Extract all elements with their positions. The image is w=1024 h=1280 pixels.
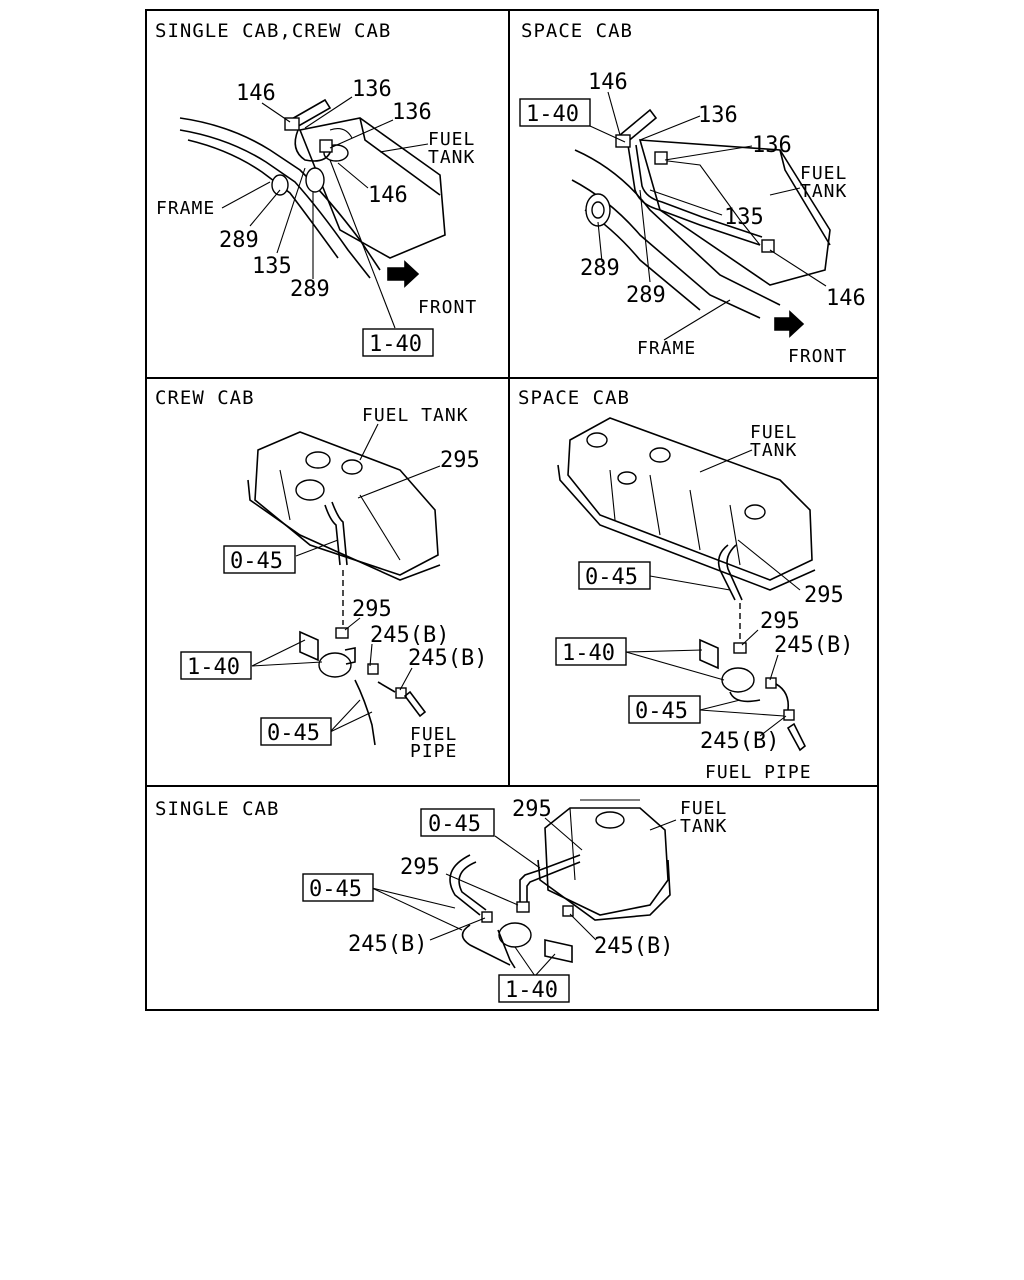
leader-lines: [221, 96, 429, 329]
label-fuel: FUEL: [750, 422, 797, 443]
callout-289: 289: [290, 277, 330, 302]
ref-0-45: 0-45: [635, 699, 688, 724]
ref-0-45: 0-45: [267, 721, 320, 746]
label-fuel: FUEL: [410, 724, 457, 745]
callout-289: 289: [219, 228, 259, 253]
callout-295: 295: [440, 448, 480, 473]
ref-0-45: 0-45: [309, 877, 362, 902]
ref-0-45: 0-45: [230, 549, 283, 574]
leader-lines: [589, 91, 827, 341]
callout-146: 146: [588, 70, 628, 95]
callout-295: 295: [512, 797, 552, 822]
ref-box-0-45: [420, 808, 495, 837]
fuel-tank-drawing: [247, 431, 441, 581]
leader-lines: [251, 423, 441, 733]
callout-245b: 245(B): [594, 934, 673, 959]
grid-frame: [145, 9, 879, 1011]
pipe-and-filter-drawing: [299, 501, 427, 746]
pipe-and-filter-drawing: [699, 544, 807, 752]
callout-289: 289: [580, 256, 620, 281]
label-fuel: FUEL: [680, 798, 727, 819]
pipe-and-clip-drawing: [271, 98, 420, 288]
ref-box-0-45: [223, 545, 296, 574]
callout-245b: 245(B): [408, 646, 487, 671]
ref-box-1-40: [180, 651, 252, 680]
panel-space-cab-top: SPACE CAB: [519, 20, 866, 367]
callout-136: 136: [352, 77, 392, 102]
leader-lines: [625, 449, 801, 737]
frame-rail-drawing: [571, 149, 781, 319]
callout-146: 146: [236, 81, 276, 106]
callout-295: 295: [804, 583, 844, 608]
callout-245b: 245(B): [348, 932, 427, 957]
callout-295: 295: [352, 597, 392, 622]
callout-136: 136: [392, 100, 432, 125]
callout-245b: 245(B): [700, 729, 779, 754]
label-frame: FRAME: [156, 198, 215, 219]
panel-title: SINGLE CAB: [155, 798, 279, 820]
ref-box-0-45: [578, 561, 651, 590]
pipe-and-filter-drawing: [449, 854, 581, 969]
label-fuel: FUEL: [800, 163, 847, 184]
ref-box-1-40: [555, 637, 627, 666]
leader-lines: [371, 817, 677, 977]
label-fuel-pipe: FUEL PIPE: [705, 762, 812, 783]
ref-0-45: 0-45: [585, 565, 638, 590]
ref-box-0-45: [302, 873, 374, 902]
label-fuel-tank: FUEL TANK: [362, 405, 469, 426]
ref-box-0-45: [628, 695, 701, 724]
callout-295: 295: [400, 855, 440, 880]
callout-245b: 245(B): [370, 623, 449, 648]
ref-1-40: 1-40: [526, 102, 579, 127]
panel-single-cab-crew-cab: SINGLE CAB,CREW CAB: [155, 20, 477, 357]
label-tank: TANK: [750, 440, 797, 461]
label-front: FRONT: [788, 346, 847, 367]
ref-box-1-40: [519, 98, 591, 127]
callout-289: 289: [626, 283, 666, 308]
label-tank: TANK: [680, 816, 727, 837]
ref-1-40: 1-40: [562, 641, 615, 666]
callout-136: 136: [698, 103, 738, 128]
label-pipe: PIPE: [410, 741, 457, 762]
panel-space-cab-bottom: SPACE CAB: [518, 387, 853, 783]
panel-title: SPACE CAB: [521, 20, 633, 42]
fuel-tank-drawing: [557, 417, 816, 591]
panel-title: SINGLE CAB,CREW CAB: [155, 20, 391, 42]
fuel-tank-drawing: [537, 799, 671, 921]
ref-0-45: 0-45: [428, 812, 481, 837]
ref-box-0-45: [260, 717, 332, 746]
callout-136: 136: [752, 133, 792, 158]
ref-box-1-40: [498, 974, 570, 1003]
ref-1-40: 1-40: [505, 978, 558, 1003]
label-tank: TANK: [428, 147, 475, 168]
callout-146: 146: [368, 183, 408, 208]
callout-135: 135: [724, 205, 764, 230]
pipe-and-clip-drawing: [585, 108, 805, 338]
panel-title: CREW CAB: [155, 387, 255, 409]
panel-title: SPACE CAB: [518, 387, 630, 409]
ref-1-40: 1-40: [187, 655, 240, 680]
ref-box-1-40: [362, 328, 434, 357]
panel-single-cab: SINGLE CAB: [155, 797, 727, 1003]
ref-1-40: 1-40: [369, 332, 422, 357]
callout-245b: 245(B): [774, 633, 853, 658]
label-fuel: FUEL: [428, 129, 475, 150]
callout-146: 146: [826, 286, 866, 311]
callout-135: 135: [252, 254, 292, 279]
callout-295: 295: [760, 609, 800, 634]
label-tank: TANK: [800, 181, 847, 202]
label-frame: FRAME: [637, 338, 696, 359]
frame-rail-drawing: [179, 117, 381, 279]
panel-crew-cab: CREW CAB: [155, 387, 487, 762]
label-front: FRONT: [418, 297, 477, 318]
